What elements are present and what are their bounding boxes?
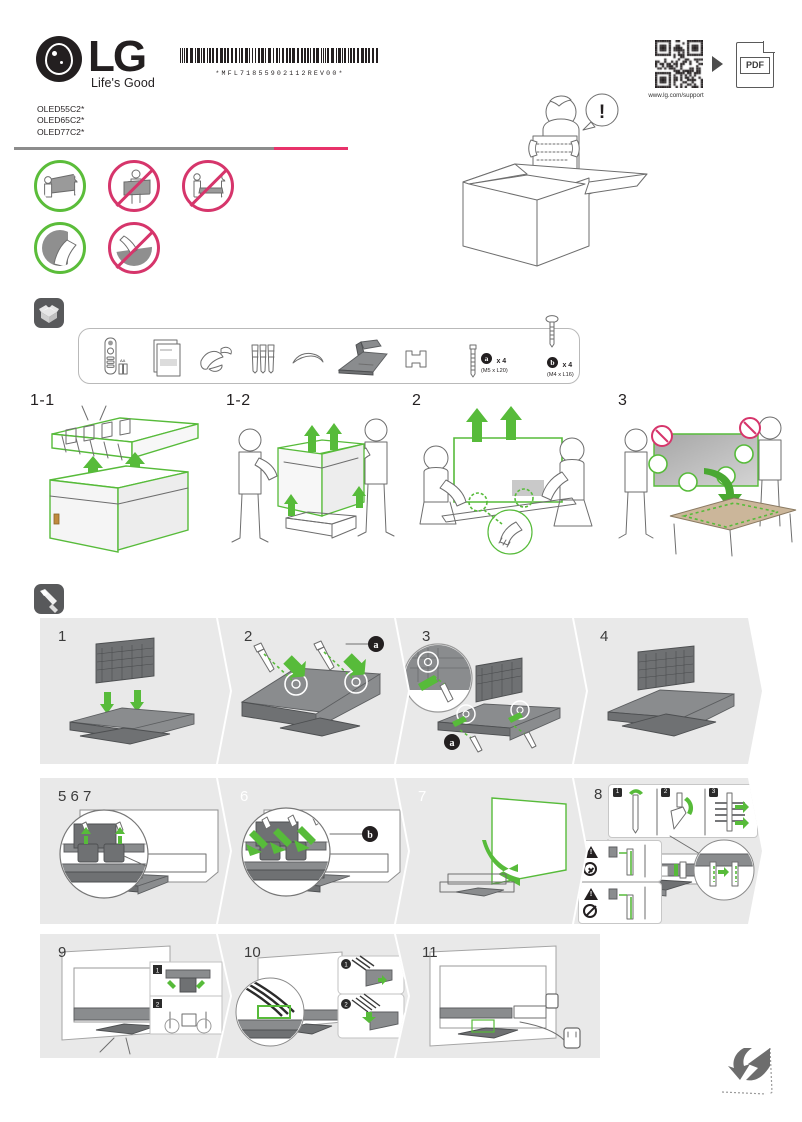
icon-two-people-carry-tv (34, 160, 86, 212)
barcode-text: *MFL71855902112REV00* (215, 70, 345, 77)
accessory-cable-ties (197, 343, 239, 375)
icon-press-tv-screen (108, 222, 160, 274)
substep-badge: 2 (661, 788, 670, 797)
lg-face-mark (36, 36, 82, 82)
prohibited-circle-icon (583, 904, 597, 918)
substep-badge: 3 (709, 788, 718, 797)
screw-a-qty: x 4 (496, 358, 507, 365)
accessory-screw-a: a x 4 (M5 x L20) (467, 344, 508, 378)
accessory-remote-control-and-batteries: AA (101, 336, 129, 378)
step-8-incorrect-example (578, 882, 662, 924)
step-number: 4 (600, 628, 609, 645)
assembly-step-4: 4 (574, 618, 762, 764)
substep-badge: 2 (344, 1003, 348, 1009)
model-number: OLED77C2* (37, 126, 85, 137)
step-number: 1-1 (30, 392, 55, 409)
page-turn-icon (714, 1046, 778, 1102)
qr-code-icon[interactable] (655, 40, 703, 88)
lg-tagline: Life's Good (91, 76, 155, 90)
assembly-step-7: 7 (396, 778, 586, 924)
screw-a-callout: a (450, 738, 455, 749)
model-number: OLED65C2* (37, 115, 85, 126)
step-number: 3 (618, 392, 628, 409)
step-number: 3 (422, 628, 431, 645)
warning-triangle-icon (584, 888, 598, 900)
icon-one-person-carry-tv (108, 160, 160, 212)
assembly-step-11: 11 (396, 934, 600, 1058)
accessory-screw-b: b x 4 (M4 x L16) (545, 314, 579, 378)
header-divider-accent (274, 147, 348, 150)
lg-logo: LG Life's Good (36, 32, 186, 90)
svg-text:AA: AA (120, 358, 126, 363)
accessory-manual-booklet (151, 339, 183, 377)
step-number: 2 (244, 628, 253, 645)
unpack-step-2: 2 (412, 392, 602, 556)
step-number: 6 (240, 788, 249, 805)
substep-badge: 1 (613, 788, 622, 797)
step-number: 11 (422, 944, 438, 961)
accessory-stand-bracket (403, 348, 429, 370)
open-box-icon (34, 298, 64, 328)
barcode (180, 48, 380, 70)
pdf-file-icon: PDF (736, 41, 775, 88)
assembly-row-2: 5 6 7 (40, 778, 762, 924)
handling-instruction-icons (34, 160, 244, 274)
pdf-label: PDF (740, 57, 770, 74)
substep-badge: 1 (344, 963, 348, 969)
substep-badge: 2 (156, 1002, 160, 1009)
read-manual-illustration: ! (455, 86, 655, 276)
screw-b-callout: b (367, 830, 373, 841)
assembly-step-2: 2 (218, 618, 408, 764)
model-number: OLED55C2* (37, 104, 85, 114)
icon-hold-tv-by-bezel (34, 222, 86, 274)
model-list: OLED55C2* OLED65C2* OLED77C2* (37, 104, 84, 138)
screw-a-spec: (M5 x L20) (481, 368, 508, 374)
assembly-step-9: 9 1 2 (40, 934, 230, 1058)
step-number: 2 (412, 392, 422, 409)
step-number: 5 6 7 (58, 788, 92, 805)
screw-b-qty: x 4 (562, 362, 573, 369)
step-number: 10 (244, 944, 261, 961)
warning-triangle-icon (584, 846, 598, 858)
check-circle-icon (583, 862, 597, 876)
accessory-wire-clip (291, 351, 325, 367)
screw-a-callout: a (374, 640, 379, 651)
unpacking-steps: 1-1 (30, 392, 797, 564)
assembly-step-8: 8 1 2 3 (574, 778, 762, 924)
accessories-tray: AA (78, 315, 580, 384)
unpack-step-1-1: 1-1 (30, 392, 220, 556)
step-number: 7 (418, 788, 427, 805)
lg-wordmark: LG (88, 32, 147, 81)
step-8-correct-example (578, 840, 662, 882)
arrow-right-icon (712, 56, 723, 72)
screwdriver-icon (34, 584, 64, 614)
header-divider (14, 147, 348, 150)
assembly-row-1: 1 2 (40, 618, 762, 764)
support-url: www.lg.com/support (648, 92, 704, 99)
assembly-row-3: 9 1 2 (40, 934, 600, 1058)
step-number: 9 (58, 944, 67, 961)
screw-b-badge: b (547, 357, 558, 369)
document-header: LG Life's Good *MFL71855902112REV00* OLE… (0, 0, 802, 160)
assembly-step-5-6-7: 5 6 7 (40, 778, 230, 924)
accessory-stand-base (335, 338, 391, 378)
step-8-substeps: 1 2 3 (608, 784, 758, 838)
unpack-step-1-2: 1-2 (226, 392, 406, 556)
assembly-step-10: 10 (218, 934, 408, 1058)
accessory-wall-anchors (249, 343, 277, 375)
step-number: 1 (58, 628, 67, 645)
unpack-step-3: 3 (618, 392, 798, 557)
screw-b-spec: (M4 x L16) (547, 372, 574, 378)
icon-carry-tv-face-down (182, 160, 234, 212)
assembly-step-1: 1 (40, 618, 230, 764)
attention-mark: ! (599, 102, 605, 123)
assembly-step-6: 6 (218, 778, 408, 924)
screw-a-badge: a (481, 353, 492, 365)
qr-block: www.lg.com/support (648, 40, 708, 99)
step-number: 1-2 (226, 392, 251, 409)
substep-badge: 1 (156, 968, 160, 975)
step-number: 8 (594, 786, 603, 803)
assembly-step-3: 3 (396, 618, 586, 764)
